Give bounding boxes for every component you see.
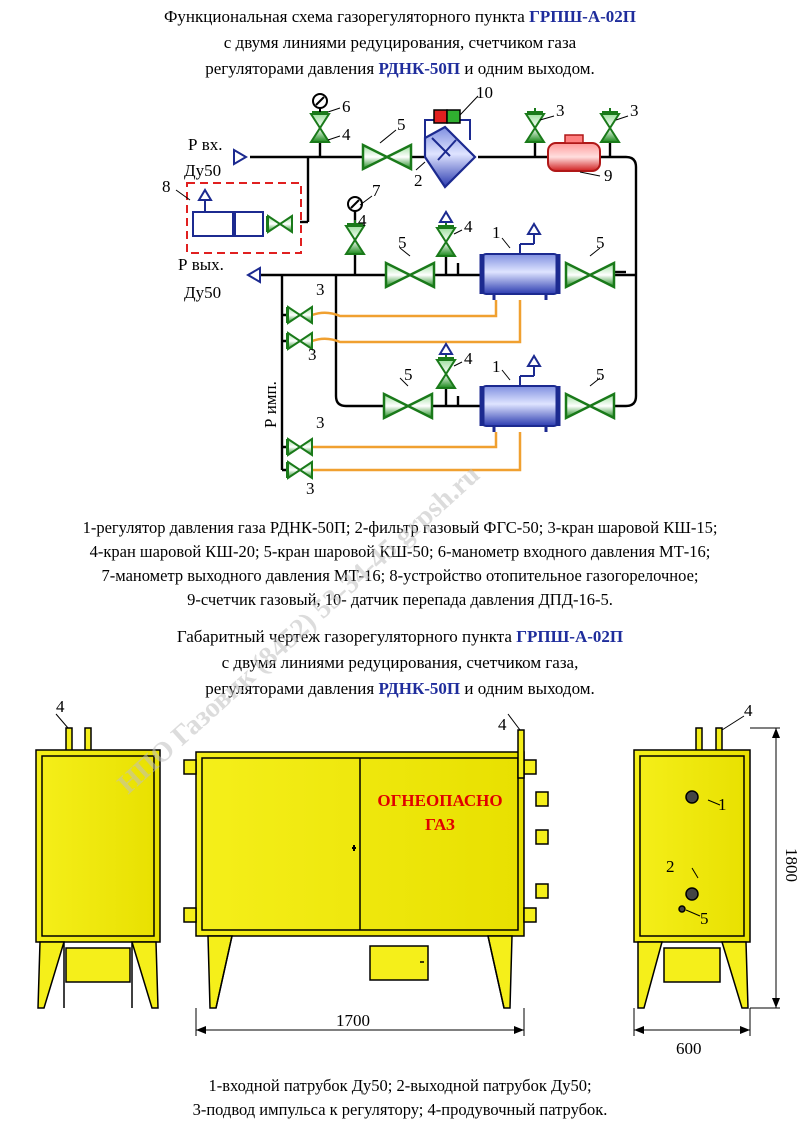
schema-legend-line: 9-счетчик газовый, 10- датчик перепада д… (187, 590, 613, 609)
dimension-lines (55, 713, 780, 1036)
svg-text:6: 6 (342, 97, 351, 116)
svg-text:7: 7 (372, 181, 381, 200)
warning-sign: ОГНЕОПАСНО ГАЗ (377, 791, 502, 834)
svg-text:4: 4 (358, 211, 367, 230)
dimension-arrows (196, 728, 780, 1034)
svg-text:3: 3 (308, 345, 317, 364)
svg-text:10: 10 (476, 83, 493, 102)
dim-height: 1800 (782, 848, 800, 882)
svg-text:3: 3 (316, 413, 325, 432)
cabinet-front-view (183, 729, 549, 1009)
svg-text:3: 3 (306, 479, 315, 498)
leader-lines (175, 95, 629, 387)
drawing-title-line-2: с двумя линиями редуцирования, счетчиком… (221, 653, 579, 672)
svg-text:4: 4 (464, 217, 473, 236)
differential-pressure-sensor-icon (433, 109, 461, 124)
purge-arrows (438, 210, 454, 355)
label-dn-out: Ду50 (184, 283, 221, 302)
label-p-imp: Р имп. (261, 381, 280, 428)
gas-burner-heater (186, 182, 302, 254)
svg-text:9: 9 (604, 166, 613, 185)
drawing-legend: 1-входной патрубок Ду50; 2-выходной патр… (0, 1074, 800, 1122)
svg-text:8: 8 (162, 177, 171, 196)
cabinet-side-view-left (35, 727, 161, 1009)
watermark: НПО Газовик (8452) 53-34-45 grpsh.ru (112, 459, 486, 800)
outlet-nozzle-icon (685, 887, 699, 901)
pressure-gauge-outlet-icon (347, 196, 363, 218)
outlet-arrow-icon (246, 266, 261, 284)
svg-text:4: 4 (498, 715, 507, 734)
gas-meter-icon (547, 134, 601, 172)
gas-filter-icon (423, 119, 477, 189)
svg-text:4: 4 (464, 349, 473, 368)
schema-title-line-3: регуляторами давления РДНК-50П и одним в… (205, 59, 595, 78)
drawing-labels: 1700 600 1800 4 4 4 1 2 5 (56, 697, 800, 1058)
pressure-gauge-inlet-icon (312, 93, 328, 112)
svg-text:1: 1 (492, 357, 501, 376)
label-p-in: Р вх. (188, 135, 222, 154)
drawing-legend-line: 3-подвод импульса к регулятору; 4-продув… (192, 1100, 608, 1119)
schema-legend-line: 1-регулятор давления газа РДНК-50П; 2-фи… (82, 518, 718, 537)
svg-text:4: 4 (56, 697, 65, 716)
schema-title-line-1: Функциональная схема газорегуляторного п… (164, 7, 636, 26)
svg-text:1: 1 (492, 223, 501, 242)
svg-text:5: 5 (596, 233, 605, 252)
inlet-nozzle-icon (685, 790, 699, 804)
svg-text:5: 5 (596, 365, 605, 384)
impulse-lines (311, 300, 522, 472)
warning-line-2: ГАЗ (425, 815, 455, 834)
drawing-title-model: ГРПШ-А-02П (516, 627, 624, 646)
warning-line-1: ОГНЕОПАСНО (377, 791, 502, 810)
drawing-title-line-3: регуляторами давления РДНК-50П и одним в… (205, 679, 595, 698)
schema-legend-line: 4-кран шаровой КШ-20; 5-кран шаровой КШ-… (89, 542, 711, 561)
svg-text:3: 3 (316, 280, 325, 299)
svg-text:2: 2 (414, 171, 423, 190)
schema-legend: 1-регулятор давления газа РДНК-50П; 2-фи… (0, 516, 800, 612)
scheme-labels: Р вх. Ду50 Р вых. Ду50 Р имп. 6 4 5 7 2 … (162, 83, 639, 498)
dim-depth: 600 (676, 1039, 702, 1058)
svg-text:1: 1 (718, 795, 727, 814)
schema-title-line-2: с двумя линиями редуцирования, счетчиком… (223, 33, 577, 52)
svg-text:5: 5 (700, 909, 709, 928)
schema-legend-line: 7-манометр выходного давления МТ-16; 8-у… (101, 566, 699, 585)
cabinet-side-view-right (633, 727, 751, 1009)
svg-text:5: 5 (397, 115, 406, 134)
drawing-legend-line: 1-входной патрубок Ду50; 2-выходной патр… (208, 1076, 592, 1095)
dim-width: 1700 (336, 1011, 370, 1030)
svg-text:4: 4 (744, 701, 753, 720)
label-p-out: Р вых. (178, 255, 224, 274)
drawing-title-line-1: Габаритный чертеж газорегуляторного пунк… (176, 627, 624, 646)
label-dn-in: Ду50 (184, 161, 221, 180)
svg-text:3: 3 (630, 101, 639, 120)
pipeline (250, 120, 638, 472)
impulse-port-icon (678, 905, 686, 913)
svg-text:2: 2 (666, 857, 675, 876)
svg-text:5: 5 (404, 365, 413, 384)
svg-text:4: 4 (342, 125, 351, 144)
svg-text:3: 3 (556, 101, 565, 120)
schema-title-model: ГРПШ-А-02П (529, 7, 636, 26)
inlet-arrow-icon (233, 148, 248, 166)
svg-text:5: 5 (398, 233, 407, 252)
